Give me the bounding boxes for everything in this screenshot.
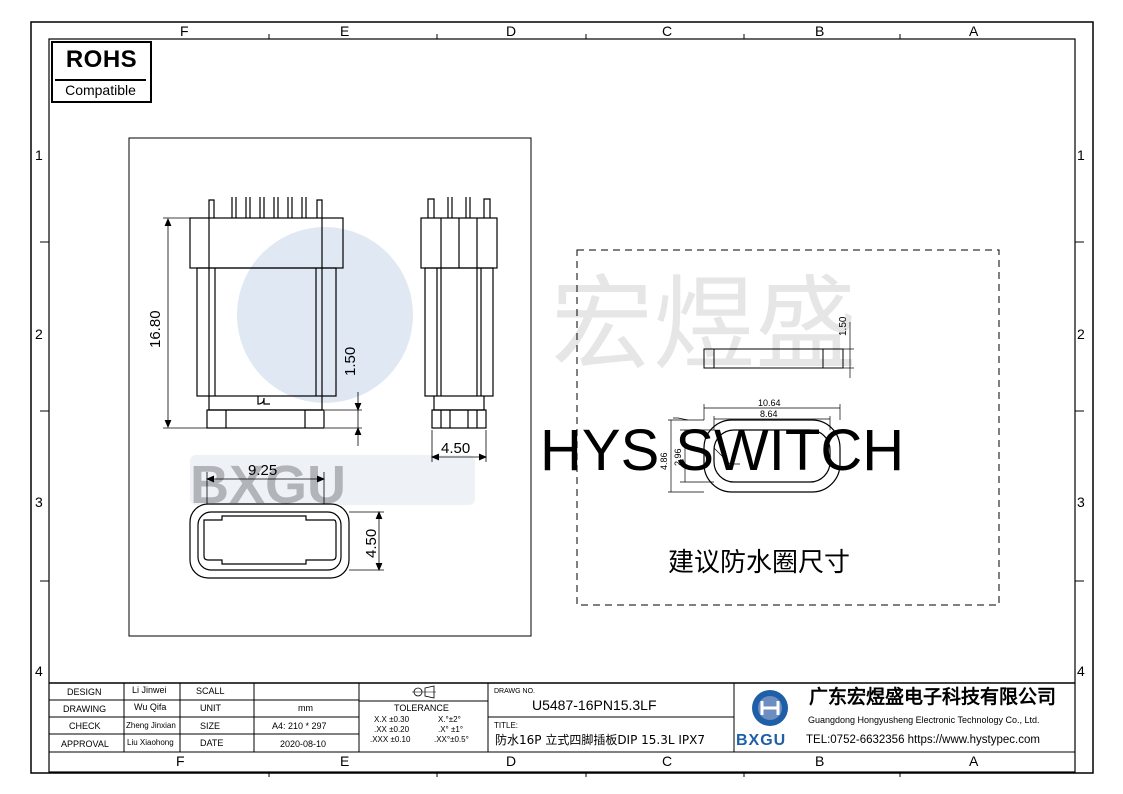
part-view-frame [128, 137, 532, 637]
value-size: A4: 210 * 297 [272, 721, 327, 731]
row-label-right: 3 [1077, 494, 1085, 510]
company-logo-icon [752, 690, 788, 726]
person-approval: Liu Xiaohong [127, 738, 174, 747]
gasket-caption: 建议防水圈尺寸 [668, 548, 850, 578]
col-label-top: E [340, 23, 349, 39]
side-view [420, 197, 498, 429]
projection-symbol-icon [412, 685, 436, 699]
col-label-bottom: F [176, 753, 185, 769]
dim-side-width: 4.50 [441, 440, 470, 457]
label-unit: UNIT [200, 703, 221, 713]
value-unit: mm [298, 703, 313, 713]
tolerance-ang-1: X.°±2° [438, 715, 461, 724]
label-approval: APPROVAL [61, 739, 109, 749]
gasket-ring [703, 419, 841, 493]
label-check: CHECK [69, 721, 101, 731]
col-label-top: D [506, 23, 516, 39]
label-drawing-no: DRAWG NO. [494, 688, 535, 695]
person-check: Zheng Jinxian [126, 721, 176, 730]
label-tolerance: TOLERANCE [394, 703, 449, 713]
row-label-left: 4 [35, 663, 43, 679]
dim-ring-thick: 1.50 [838, 316, 849, 336]
row-label-left: 2 [35, 326, 43, 342]
col-label-bottom: E [340, 753, 349, 769]
row-label-right: 4 [1077, 663, 1085, 679]
tolerance-ang-3: .XX°±0.5° [434, 735, 469, 744]
label-title: TITLE: [494, 721, 519, 730]
col-label-bottom: A [969, 753, 979, 769]
person-design: Li Jinwei [132, 685, 167, 695]
dim-bottom-width: 9.25 [248, 462, 277, 479]
col-label-top: C [662, 23, 672, 39]
gasket-side [703, 348, 844, 369]
rohs-subtitle: Compatible [55, 79, 146, 98]
company-name-cn: 广东宏煜盛电子科技有限公司 [809, 686, 1057, 708]
col-label-top: B [815, 23, 824, 39]
row-label-left: 3 [35, 494, 43, 510]
dim-ring-inner-h: 2.96 [673, 448, 683, 466]
row-label-left: 1 [35, 147, 43, 163]
gasket-frame [576, 249, 1000, 606]
dim-ring-outer-w: 10.64 [758, 398, 781, 408]
col-label-bottom: D [506, 753, 516, 769]
col-label-bottom: C [662, 753, 672, 769]
part-title: 防水16P 立式四脚插板DIP 15.3L IPX7 [495, 733, 706, 747]
tolerance-ang-2: .X° ±1° [438, 725, 464, 734]
label-scale: SCALL [196, 686, 225, 696]
dim-bottom-height: 4.50 [363, 529, 380, 558]
label-size: SIZE [200, 721, 221, 731]
inner-border [48, 38, 1076, 773]
person-drawing: Wu Qifa [134, 702, 167, 712]
drawing-number: U5487-16PN15.3LF [532, 697, 657, 713]
col-label-bottom: B [815, 753, 824, 769]
dim-height: 16.80 [147, 310, 164, 348]
row-label-right: 1 [1077, 147, 1085, 163]
outer-border [30, 21, 1094, 774]
watermark-logo-text: BXGU [190, 455, 346, 515]
value-date: 2020-08-10 [280, 739, 327, 749]
bottom-view [189, 503, 350, 579]
tolerance-lin-1: X.X ±0.30 [374, 715, 410, 724]
title-block-grid [49, 682, 1075, 753]
company-contact: TEL:0752-6632356 https://www.hystypec.co… [806, 734, 1040, 746]
watermark-en: HYS SWITCH [540, 418, 904, 483]
label-design: DESIGN [67, 687, 102, 697]
rohs-badge: ROHS Compatible [51, 41, 152, 103]
company-name-en: Guangdong Hongyusheng Electronic Technol… [808, 715, 1040, 725]
rohs-title: ROHS [65, 46, 138, 73]
front-view [189, 197, 344, 429]
tolerance-lin-2: .XX ±0.20 [374, 725, 410, 734]
watermark-logo-icon [190, 227, 475, 505]
col-label-top: A [969, 23, 979, 39]
dim-pin: 1.50 [342, 347, 359, 376]
col-label-top: F [180, 23, 189, 39]
label-drawing: DRAWING [63, 704, 107, 714]
tolerance-lin-3: .XXX ±0.10 [370, 735, 411, 744]
dim-ring-inner-w: 8.64 [760, 409, 778, 419]
label-date: DATE [200, 738, 224, 748]
company-logo-text: BXGU [736, 732, 787, 749]
row-label-right: 2 [1077, 326, 1085, 342]
dim-ring-outer-h: 4.86 [659, 452, 669, 470]
